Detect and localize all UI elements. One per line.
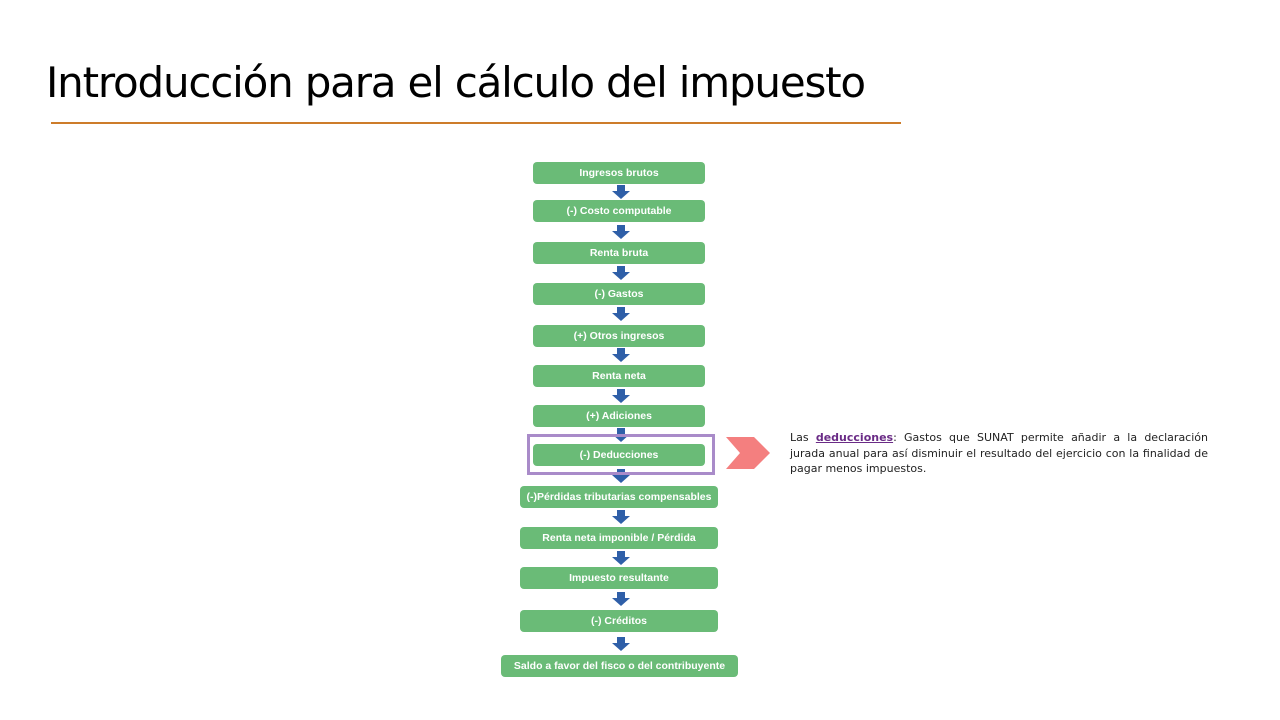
arrow-down-icon — [612, 510, 630, 524]
note-prefix: Las — [790, 431, 816, 444]
flow-step-renta-bruta: Renta bruta — [533, 242, 705, 264]
flow-step-renta-neta: Renta neta — [533, 365, 705, 387]
arrow-down-icon — [612, 389, 630, 403]
flow-step-gastos: (-) Gastos — [533, 283, 705, 305]
arrow-down-icon — [612, 225, 630, 239]
slide-title: Introducción para el cálculo del impuest… — [46, 58, 866, 107]
flow-step-saldo: Saldo a favor del fisco o del contribuye… — [501, 655, 738, 677]
note-term-deducciones: deducciones — [815, 431, 894, 444]
flow-step-perdidas-tributarias: (-)Pérdidas tributarias compensables — [520, 486, 718, 508]
flow-step-adiciones: (+) Adiciones — [533, 405, 705, 427]
arrow-down-icon — [612, 637, 630, 651]
flow-step-costo-computable: (-) Costo computable — [533, 200, 705, 222]
flow-step-creditos: (-) Créditos — [520, 610, 718, 632]
deducciones-highlight-frame — [527, 434, 715, 475]
deducciones-note: Las deducciones: Gastos que SUNAT permit… — [790, 430, 1208, 477]
flow-step-renta-neta-imponible: Renta neta imponible / Pérdida — [520, 527, 718, 549]
flow-step-deducciones: (-) Deducciones — [533, 444, 705, 466]
arrow-down-icon — [612, 185, 630, 199]
arrow-down-icon — [612, 592, 630, 606]
flow-step-impuesto-resultante: Impuesto resultante — [520, 567, 718, 589]
flow-step-otros-ingresos: (+) Otros ingresos — [533, 325, 705, 347]
arrow-down-icon — [612, 469, 630, 483]
chevron-right-icon — [726, 437, 770, 469]
flow-step-ingresos-brutos: Ingresos brutos — [533, 162, 705, 184]
note-body: : Gastos que SUNAT permite añadir a la d… — [790, 431, 1208, 475]
arrow-down-icon — [612, 307, 630, 321]
arrow-down-icon — [612, 551, 630, 565]
arrow-down-icon — [612, 348, 630, 362]
arrow-down-icon — [612, 266, 630, 280]
title-underline — [51, 122, 901, 124]
